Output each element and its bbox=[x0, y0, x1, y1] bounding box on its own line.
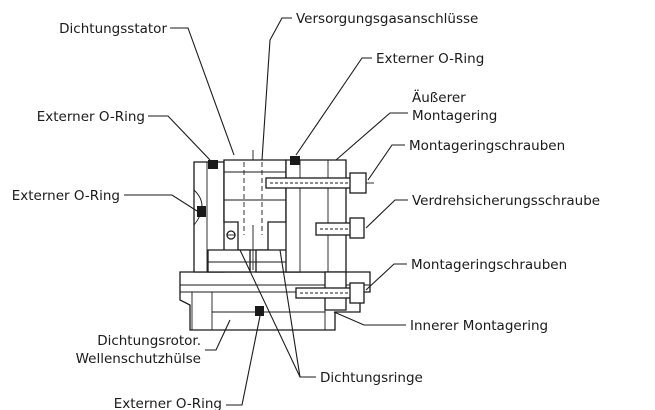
o-ring-icon bbox=[290, 156, 300, 165]
label-aeusserer-line1: Äußerer bbox=[412, 88, 466, 106]
label-rotor-line1: Dichtungsrotor. bbox=[97, 333, 201, 349]
label-oring-bottom: Externer O-Ring bbox=[114, 396, 222, 410]
outer-mounting-ring bbox=[285, 159, 347, 273]
label-montageschrauben-top: Montageringschrauben bbox=[409, 138, 565, 154]
labels: Dichtungsstator Versorgungsgasanschlüsse… bbox=[12, 11, 600, 410]
mounting-screw-top bbox=[265, 172, 374, 194]
label-dichtungsstator: Dichtungsstator bbox=[59, 21, 167, 37]
seal-cross-section bbox=[179, 150, 374, 331]
label-rotor-line2: Wellenschutzhülse bbox=[76, 351, 201, 367]
label-montageschrauben-bottom: Montageringschrauben bbox=[411, 257, 567, 273]
o-ring-icon bbox=[208, 160, 218, 169]
leader-lines bbox=[124, 17, 408, 406]
label-verdrehsicherung: Verdrehsicherungsschraube bbox=[412, 193, 600, 209]
o-ring-icon bbox=[255, 306, 264, 316]
o-ring-icon bbox=[197, 206, 206, 217]
label-versorgungsgas: Versorgungsgasanschlüsse bbox=[296, 11, 478, 27]
label-innerer-montagering: Innerer Montagering bbox=[410, 318, 548, 334]
label-oring-left-upper: Externer O-Ring bbox=[37, 109, 145, 125]
label-oring-left-mid: Externer O-Ring bbox=[12, 188, 120, 204]
mounting-screw-bottom bbox=[295, 282, 365, 304]
label-dichtungsringe: Dichtungsringe bbox=[320, 370, 423, 386]
anti-rotation-screw bbox=[315, 217, 365, 239]
label-aeusserer-line2: Montagering bbox=[412, 108, 497, 124]
label-oring-top-right: Externer O-Ring bbox=[376, 51, 484, 67]
